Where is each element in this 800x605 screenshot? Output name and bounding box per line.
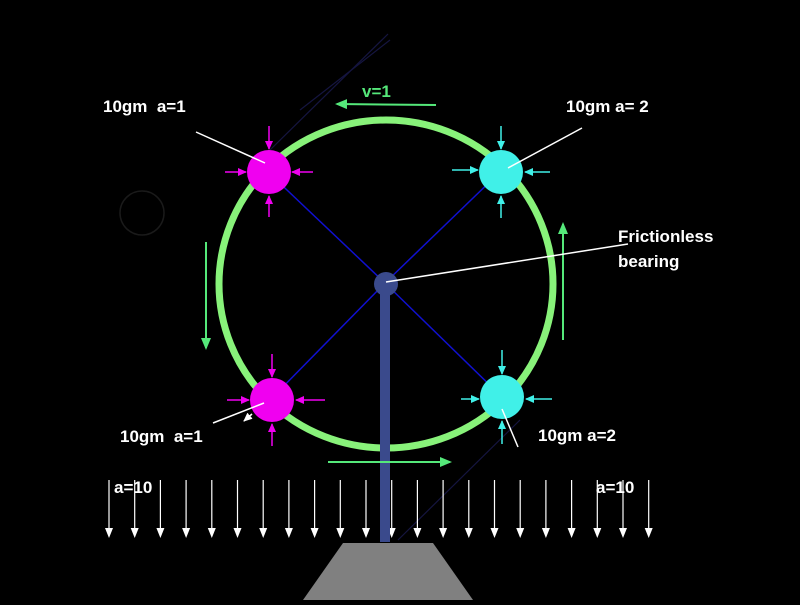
mass-bottom-left: [227, 354, 325, 446]
mass-top-left: [225, 126, 313, 217]
gravity-arrowhead: [182, 528, 191, 538]
gravity-arrowhead: [413, 528, 422, 538]
label-velocity: v=1: [362, 82, 391, 101]
gravity-arrowhead: [336, 528, 345, 538]
gravity-arrowhead: [156, 528, 165, 538]
gravity-arrows: [105, 480, 653, 538]
leader-lines: [195, 127, 629, 448]
label-top-left-mass: 10gm a=1: [103, 97, 186, 116]
label-bottom-left-mass: 10gm a=1: [120, 427, 203, 446]
gravity-arrowhead: [439, 528, 448, 538]
gravity-arrowhead: [362, 528, 370, 538]
label-bearing-line1: Frictionless: [618, 227, 713, 246]
gravity-arrowhead: [567, 528, 576, 538]
velocity-arrows: [201, 99, 568, 467]
stand-base: [303, 543, 473, 600]
gravity-arrowhead: [310, 528, 319, 538]
spokes: [267, 171, 503, 401]
faint-diagonal-lines: [269, 33, 521, 541]
gravity-arrowhead: [541, 528, 550, 538]
gravity-arrowhead: [593, 528, 602, 538]
label-top-right-mass: 10gm a= 2: [566, 97, 649, 116]
gravity-arrowhead: [644, 528, 653, 538]
gravity-arrowhead: [130, 528, 139, 538]
velocity-arrow-top: [335, 99, 437, 110]
mass-bottom-right: [461, 350, 552, 444]
gravity-arrowhead: [233, 528, 242, 538]
gravity-arrowhead: [259, 528, 268, 538]
label-gravity-left: a=10: [114, 478, 152, 497]
gravity-arrowhead: [284, 528, 293, 538]
gravity-arrowhead: [516, 528, 525, 538]
gravity-arrowhead: [490, 528, 499, 538]
faint-circle: [119, 190, 165, 236]
gravity-arrowhead: [207, 528, 216, 538]
gravity-arrowhead: [619, 528, 627, 538]
axle-post: [380, 284, 390, 542]
label-bottom-right-mass: 10gm a=2: [538, 426, 616, 445]
mass-top-right: [452, 126, 550, 218]
label-gravity-right: a=10: [596, 478, 634, 497]
gravity-arrowhead: [105, 528, 113, 538]
bearing-hub: [374, 272, 398, 296]
gravity-arrowhead: [464, 528, 473, 538]
label-bearing-line2: bearing: [618, 252, 679, 271]
